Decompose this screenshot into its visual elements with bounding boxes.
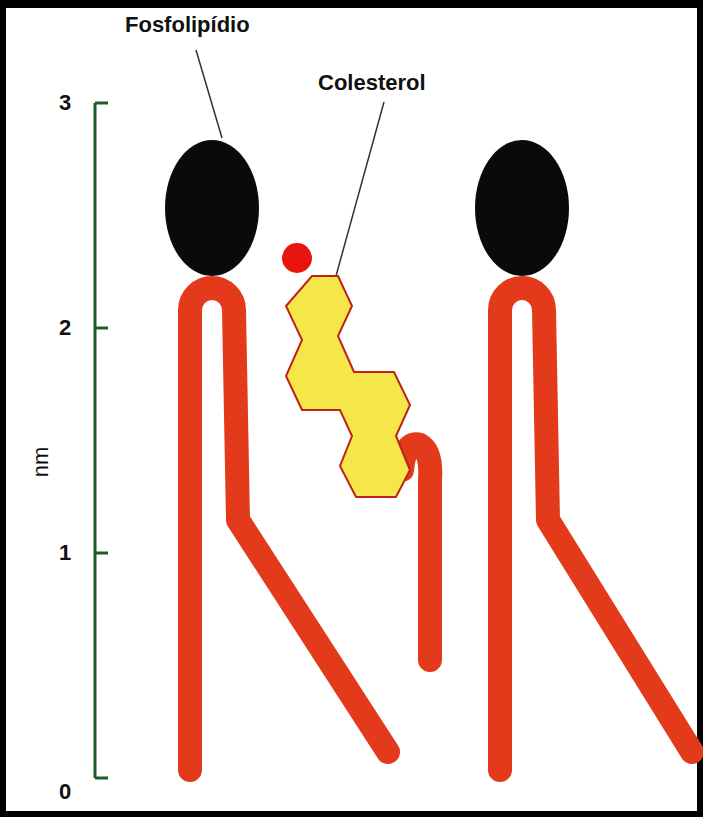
leader-line [336,102,384,276]
scale-bar [95,103,108,778]
scale-number: 2 [59,317,71,339]
phospholipid [475,140,692,770]
scale-number: 3 [59,92,71,114]
cholesterol [282,243,430,660]
unit-label: nm [30,447,52,478]
scale-number: 0 [59,781,71,803]
structure-label: Fosfolipídio [125,14,250,36]
leader-line [196,50,222,138]
scale-number: 1 [59,542,71,564]
structure-label: Colesterol [318,72,426,94]
